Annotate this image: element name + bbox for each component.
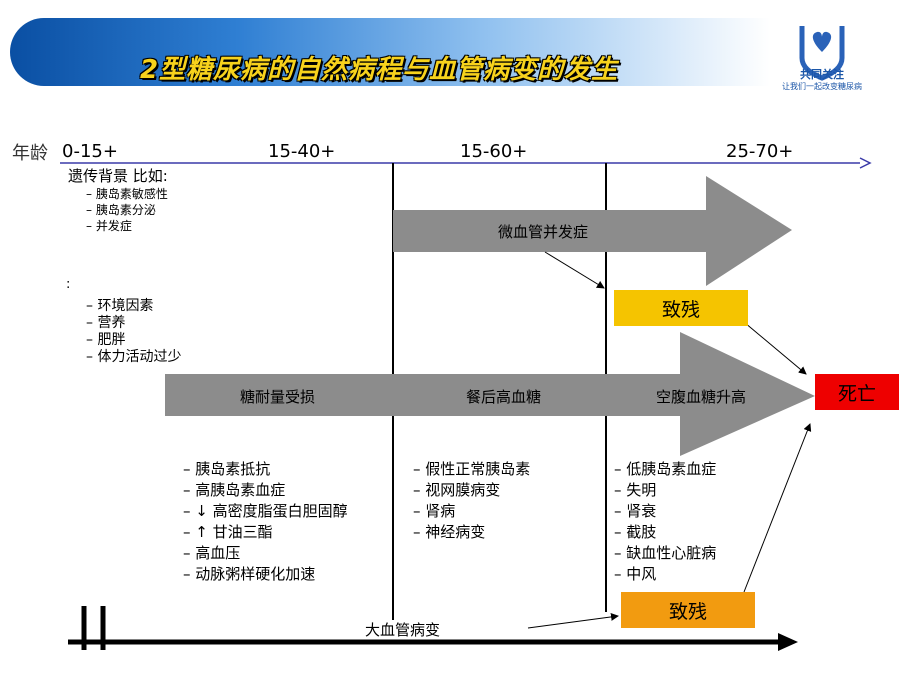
age-tick-2: 15-60+ [460,141,528,162]
list-item: 低胰岛素血症 [614,459,716,480]
stage3-list: 低胰岛素血症 失明 肾衰 截肢 缺血性心脏病 中风 [614,459,716,585]
list-item: 环境因素 [86,298,181,315]
age-tick-1: 15-40+ [268,141,336,162]
list-item: 胰岛素抵抗 [183,459,348,480]
age-tick-3: 25-70+ [726,141,794,162]
list-item: 并发症 [86,218,168,234]
age-axis-label: 年龄 [12,143,48,164]
disability-box-bottom: 致残 [621,592,755,628]
list-item: 高胰岛素血症 [183,480,348,501]
stage1-label: 糖耐量受损 [240,388,316,406]
list-item: 神经病变 [413,522,530,543]
list-item: 缺血性心脏病 [614,543,716,564]
logo-name: 共同关注 [800,68,844,81]
list-item: 胰岛素敏感性 [86,186,168,202]
page-title: 2型糖尿病的自然病程与血管病变的发生 [140,55,619,85]
list-item: ↑ 甘油三酯 [183,522,348,543]
genetic-heading: 遗传背景 比如: [68,167,168,185]
list-item: 肥胖 [86,332,181,349]
list-item: 高血压 [183,543,348,564]
main-progression-arrow [165,332,815,456]
list-item: 截肢 [614,522,716,543]
macrovascular-label: 大血管病变 [365,621,441,639]
list-item: 动脉粥样硬化加速 [183,564,348,585]
list-item: 假性正常胰岛素 [413,459,530,480]
list-item: 失明 [614,480,716,501]
death-box: 死亡 [815,374,899,410]
stage3-label: 空腹血糖升高 [656,388,747,406]
environment-heading: : [66,277,71,292]
connector-disability-bottom-to-death [743,423,812,593]
environment-list: 环境因素 营养 肥胖 体力活动过少 [86,298,181,366]
list-item: 营养 [86,315,181,332]
list-item: 体力活动过少 [86,349,181,366]
connector-macro-to-disability [527,612,619,629]
title-banner [10,18,770,86]
heart-hands-logo-icon [799,26,845,81]
list-item: 肾病 [413,501,530,522]
disability-box-top: 致残 [614,290,748,326]
genetic-list: 胰岛素敏感性 胰岛素分泌 并发症 [86,186,168,234]
list-item: 胰岛素分泌 [86,202,168,218]
bottom-timeline-arrowhead [778,633,798,651]
microvascular-arrow [393,176,792,286]
stage1-list: 胰岛素抵抗 高胰岛素血症 ↓ 高密度脂蛋白胆固醇 ↑ 甘油三酯 高血压 动脉粥样… [183,459,348,585]
list-item: ↓ 高密度脂蛋白胆固醇 [183,501,347,522]
stage2-label: 餐后高血糖 [466,388,542,406]
microvascular-label: 微血管并发症 [498,223,589,241]
age-axis-arrowhead [859,157,872,169]
list-item: 视网膜病变 [413,480,530,501]
list-item: 中风 [614,564,716,585]
list-item: 肾衰 [614,501,716,522]
age-tick-0: 0-15+ [62,141,118,162]
logo-slogan: 让我们一起改变糖尿病 [782,82,862,91]
connector-micro-to-divider [544,251,605,289]
stage2-list: 假性正常胰岛素 视网膜病变 肾病 神经病变 [413,459,530,543]
